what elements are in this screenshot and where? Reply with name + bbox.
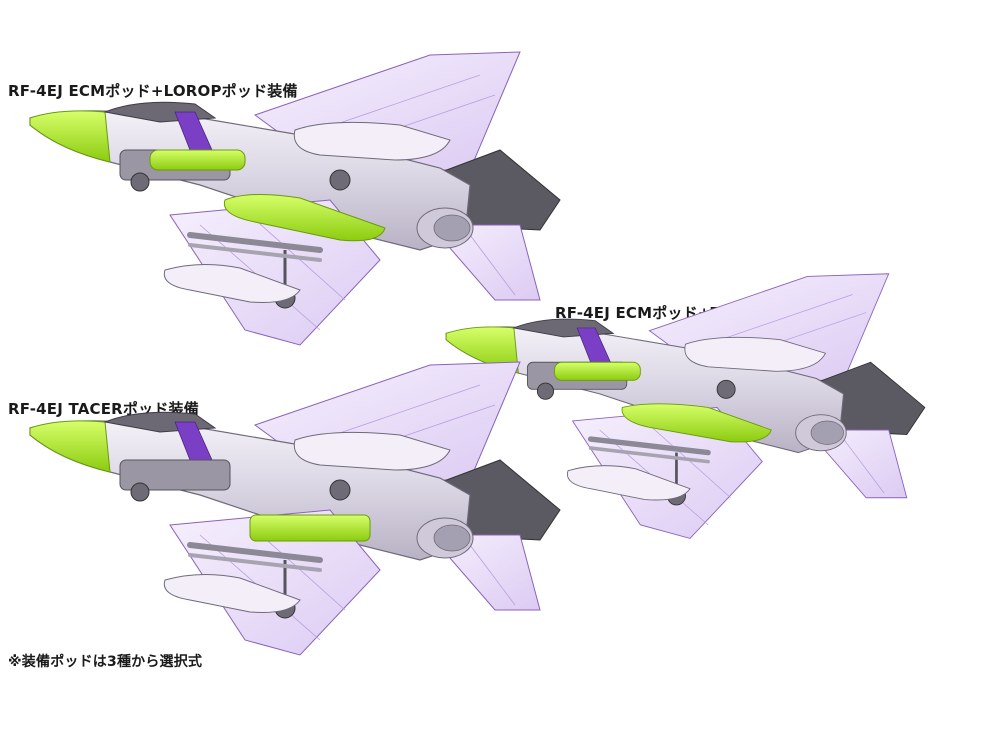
- ecm-pod-highlight: [149, 149, 246, 171]
- lorop-pod-highlight: [223, 193, 386, 242]
- tac-pod-highlight: [621, 403, 772, 443]
- ecm-pod-highlight: [554, 361, 641, 381]
- pod-selection-note: ※装備ポッドは3種から選択式: [8, 654, 203, 670]
- tacer-pod-highlight: [249, 514, 371, 542]
- aircraft-config-loroop: [0, 50, 600, 360]
- caption-config-loroop: RF-4EJ ECMポッド+LOROPポッド装備: [8, 82, 298, 100]
- aircraft-config-tac: [420, 290, 960, 570]
- aircraft-config-tacer: [0, 360, 600, 670]
